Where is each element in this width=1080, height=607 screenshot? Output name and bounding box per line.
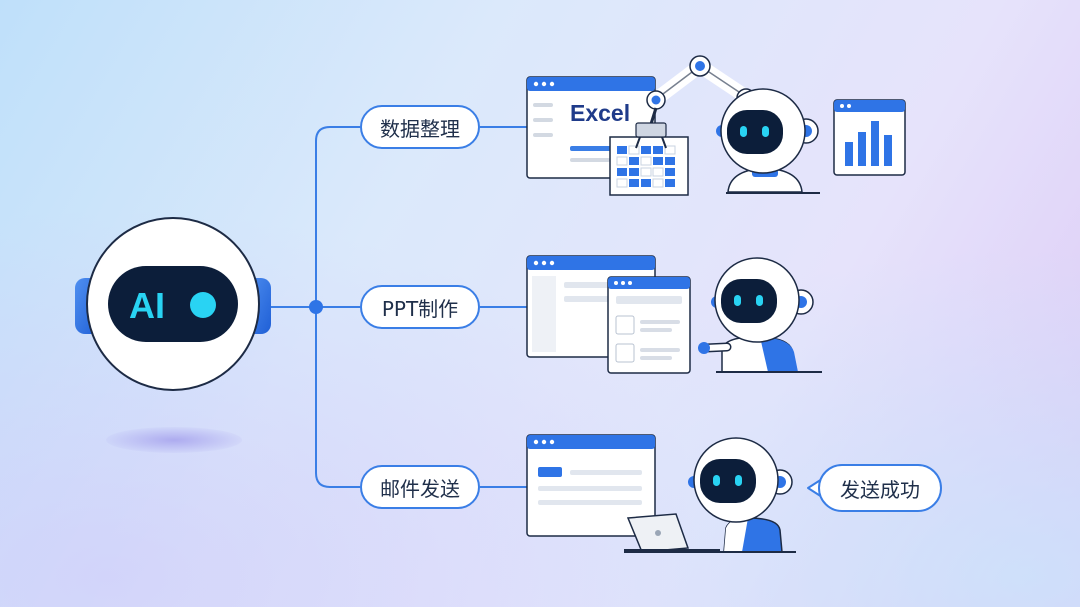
laptop-icon	[624, 514, 720, 553]
robot-hub-icon	[75, 218, 271, 453]
robot-icon-3	[688, 438, 796, 552]
branch-ppt-making[interactable]: PPT制作	[360, 285, 480, 329]
bar-chart-icon	[834, 100, 905, 175]
branch-data-organize[interactable]: 数据整理	[360, 105, 480, 149]
ppt-front-window	[608, 277, 690, 373]
status-bubble: 发送成功	[818, 464, 942, 512]
excel-label: Excel	[570, 100, 630, 126]
robot-icon-2	[698, 258, 822, 372]
status-text: 发送成功	[840, 474, 920, 503]
hub-label: AI	[129, 285, 165, 326]
junction-dot	[309, 300, 323, 314]
branch-label: 数据整理	[380, 113, 460, 142]
robot-icon-1	[716, 89, 820, 193]
branch-label: PPT制作	[382, 293, 458, 322]
spreadsheet-grid-card	[610, 137, 688, 195]
branch-label: 邮件发送	[380, 473, 460, 502]
branch-email-sending[interactable]: 邮件发送	[360, 465, 480, 509]
